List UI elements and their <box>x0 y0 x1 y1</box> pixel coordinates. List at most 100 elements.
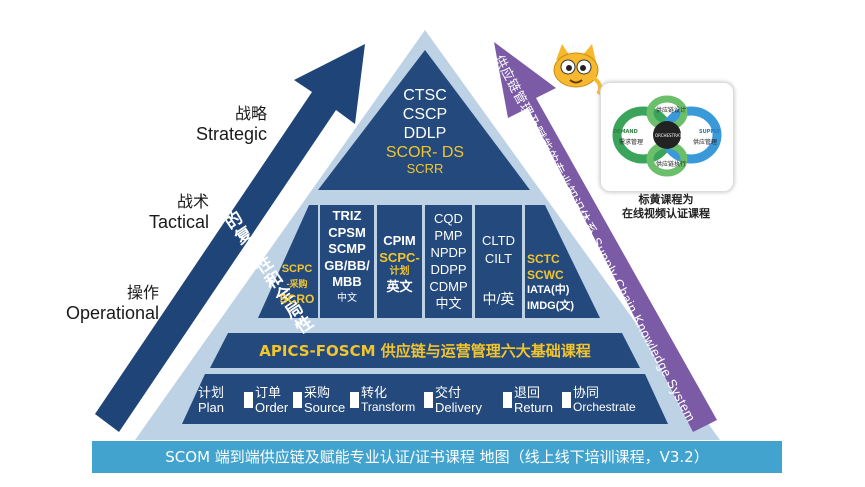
process-cn: 协同 <box>573 385 600 400</box>
process-marker <box>244 392 253 408</box>
col3-courses: CPIM SCPC- 计划 英文 <box>377 232 422 295</box>
cartoon-cat-icon <box>553 44 603 96</box>
col3-lang: 英文 <box>386 279 413 294</box>
apex-courses: CTSC CSCP DDLP SCOR- DS SCRR <box>372 86 478 176</box>
col4-lang: 中文 <box>435 296 462 311</box>
col2-lang: 中文 <box>337 292 357 304</box>
process-en: Transform <box>361 400 416 414</box>
apex-triangle <box>318 50 530 190</box>
thumbnail-card: DEMAND SUPPLY ORCHESTRATE 需求管理 供应管理 供应链设… <box>600 82 734 192</box>
col4-courses: CQD PMP NPDP DDPP CDMP 中文 <box>425 210 472 312</box>
col3-bg <box>377 205 422 318</box>
process-en: Return <box>514 400 554 415</box>
level-operational-en: Operational <box>65 303 159 323</box>
process-en: Order <box>255 400 289 415</box>
process-marker <box>562 392 571 408</box>
col2-cpsm: CPSM <box>328 224 366 240</box>
left-arrow <box>95 44 365 432</box>
thumb-bottom-label: 供应链执行 <box>656 161 687 168</box>
apex-scor-ds: SCOR- DS <box>385 144 465 161</box>
level-strategic-en: Strategic <box>195 124 267 144</box>
col2-mbb: MBB <box>332 274 362 289</box>
process-marker <box>424 392 433 408</box>
level-strategic-cn: 战略 <box>234 104 267 123</box>
process-cn: 交付 <box>435 385 462 400</box>
process-en: Delivery <box>435 400 482 415</box>
process-marker <box>293 392 302 408</box>
process-cn: 采购 <box>304 385 331 400</box>
col5-lang: 中/英 <box>482 291 515 307</box>
col3-scpc: SCPC- <box>379 250 420 265</box>
level-operational-cn: 操作 <box>126 283 159 302</box>
apex-ctsc: CTSC <box>403 87 447 104</box>
process-cn: 计划 <box>198 385 225 400</box>
level-tactical-cn: 战术 <box>176 192 209 211</box>
col4-ddpp: DDPP <box>430 262 467 277</box>
col2-gbbb: GB/BB/ <box>324 257 370 273</box>
col4-cqd: CQD <box>434 211 463 226</box>
col5-bg <box>475 205 522 318</box>
apex-scrr: SCRR <box>406 161 444 176</box>
process-en: Orchestrate <box>573 400 636 414</box>
col4-pmp: PMP <box>434 228 463 243</box>
col2-scmp: SCMP <box>328 241 366 256</box>
col3-plan: 计划 <box>389 266 410 277</box>
level-tactical-en: Tactical <box>148 212 209 232</box>
col1-procure: -采购 <box>286 279 308 289</box>
col6-bg <box>525 205 600 318</box>
col6-imdg: IMDG(文) <box>527 299 575 312</box>
process-en: Source <box>304 400 346 415</box>
foundation-band <box>210 333 640 368</box>
foundation-title: APICS-FOSCM 供应链与运营管理六大基础课程 <box>259 342 591 360</box>
thumbnail-caption-line1: 标黄课程为 <box>638 193 694 206</box>
col2-courses: TRIZ CPSM SCMP GB/BB/ MBB 中文 <box>318 208 376 307</box>
level-tactical: 战术 Tactical <box>149 191 209 233</box>
col4-bg <box>425 205 472 318</box>
col1-scro: SCRO <box>279 292 315 306</box>
bottom-banner-title: SCOM 端到端供应链及赋能专业认证/证书课程 地图（线上线下培训课程，V3.2… <box>165 448 709 466</box>
thumb-center-label: ORCHESTRATE <box>655 133 685 138</box>
thumb-top-label: 供应链设计 <box>656 107 687 114</box>
col4-npdp: NPDP <box>430 245 467 260</box>
col1-bg <box>258 205 318 318</box>
level-operational: 操作 Operational <box>66 282 159 324</box>
col5-cltd: CLTD <box>482 233 515 248</box>
thumb-supply-label: SUPPLY <box>699 129 721 135</box>
process-cn: 退回 <box>514 385 541 400</box>
col6-courses: SCTC SCWC IATA(中) IMDG(文) <box>527 252 587 314</box>
col5-cilt: CILT <box>484 251 513 266</box>
col5-courses: CLTD CILT <box>475 232 522 268</box>
col6-sctc: SCTC <box>527 252 560 266</box>
apex-ddlp: DDLP <box>403 125 447 142</box>
col1-scpc: SCPC <box>281 263 313 275</box>
col2-triz: TRIZ <box>332 208 362 223</box>
col1-courses: SCPC -采购 SCRO <box>272 262 322 307</box>
col6-scwc: SCWC <box>527 267 564 282</box>
process-marker <box>350 392 359 408</box>
process-en: Plan <box>198 400 225 415</box>
level-strategic: 战略 Strategic <box>196 103 267 145</box>
right-arrow <box>494 42 717 432</box>
thumb-right-label: 供应管理 <box>693 139 718 146</box>
thumbnail-caption: 标黄课程为 在线视频认证课程 <box>604 193 728 221</box>
process-cn: 转化 <box>361 385 388 400</box>
col6-iata: IATA(中) <box>527 284 570 296</box>
col2-bg <box>320 205 374 318</box>
thumbnail-caption-line2: 在线视频认证课程 <box>622 207 710 220</box>
col4-cdmp: CDMP <box>429 279 468 294</box>
col3-cpim: CPIM <box>383 233 416 248</box>
